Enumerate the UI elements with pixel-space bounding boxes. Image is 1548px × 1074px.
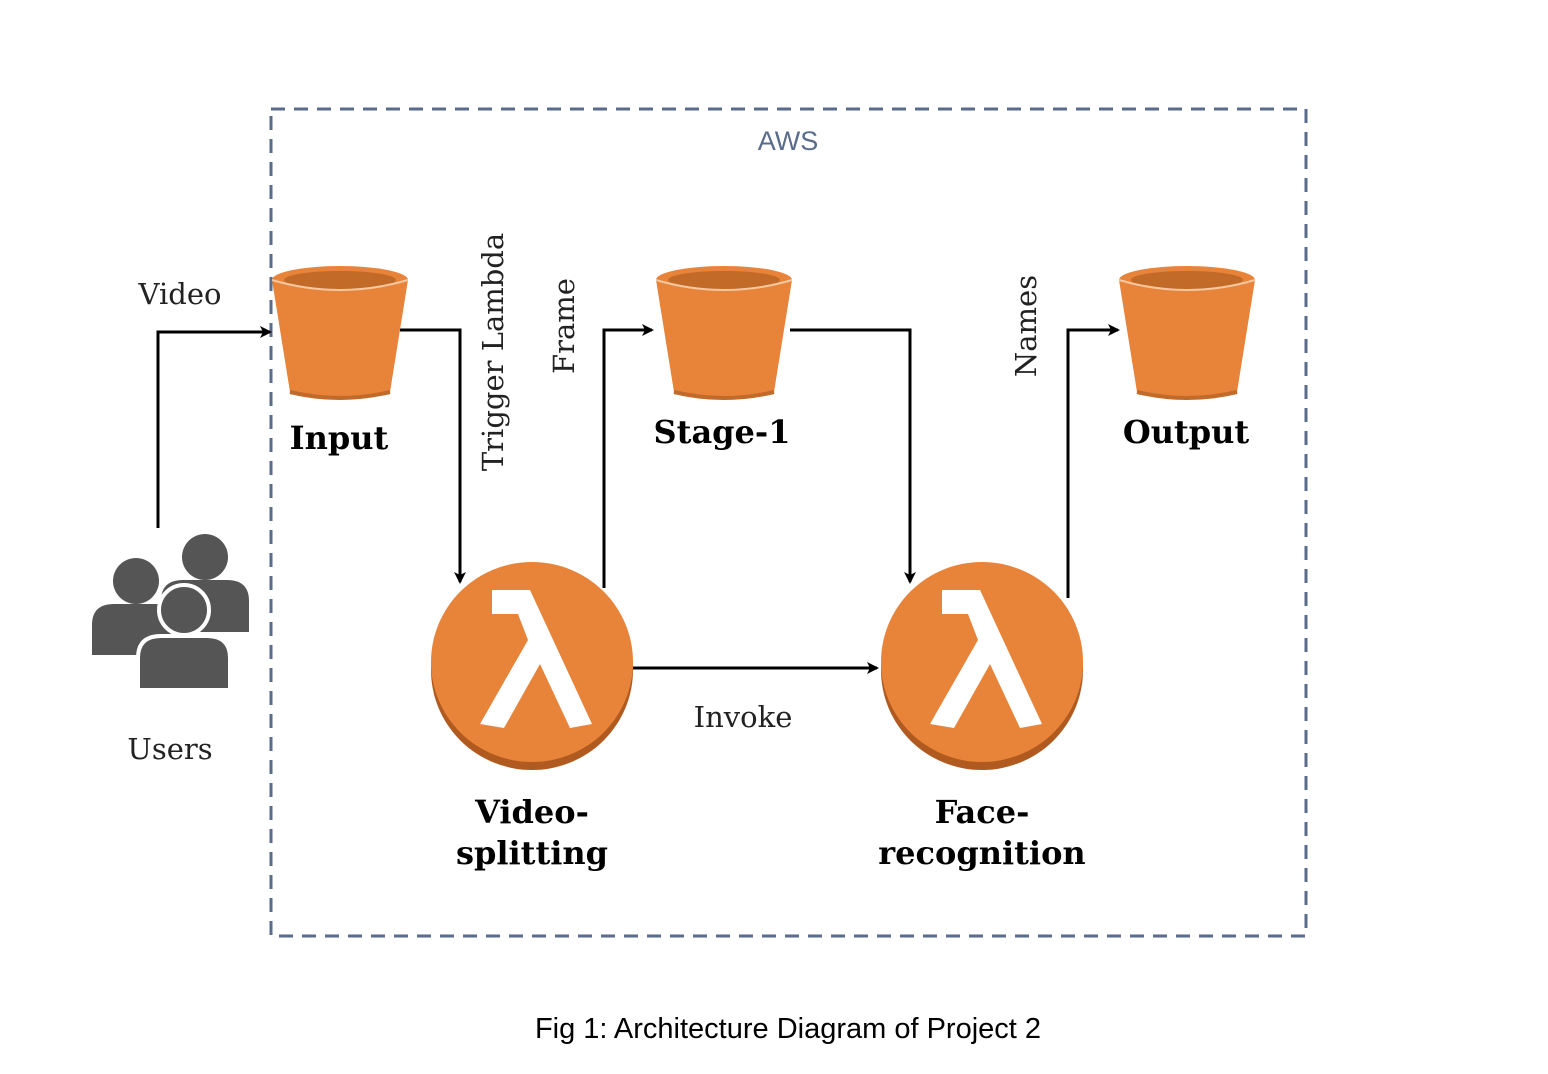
edge-label-names: Names xyxy=(1009,275,1043,377)
users-icon xyxy=(92,534,249,692)
input-bucket-icon xyxy=(270,264,410,400)
face-recognition-lambda-icon xyxy=(881,562,1083,770)
output-label: Output xyxy=(1123,413,1250,451)
edge-label-invoke: Invoke xyxy=(694,700,793,734)
input-label: Input xyxy=(290,419,389,457)
video-splitting-label-line1: Video- xyxy=(474,793,589,831)
edge-users-to-input xyxy=(156,326,272,528)
video-splitting-lambda-icon xyxy=(431,562,633,770)
face-recognition-label-line1: Face- xyxy=(935,793,1030,831)
figure-caption: Fig 1: Architecture Diagram of Project 2 xyxy=(535,1013,1041,1045)
edge-label-frame: Frame xyxy=(547,278,581,374)
face-recognition-label-line2: recognition xyxy=(878,834,1085,872)
edge-label-video: Video xyxy=(138,277,222,311)
edge-stage1-to-face-recognition xyxy=(790,328,916,584)
video-splitting-label-line2: splitting xyxy=(456,834,608,872)
aws-group-label: AWS xyxy=(758,126,819,156)
stage1-label: Stage-1 xyxy=(654,413,791,451)
edge-face-recognition-to-output xyxy=(1066,324,1120,598)
edge-input-to-video-splitting xyxy=(400,328,466,584)
stage1-bucket-icon xyxy=(654,264,794,400)
output-bucket-icon xyxy=(1117,264,1257,400)
edge-video-splitting-to-stage1 xyxy=(602,324,654,588)
users-label: Users xyxy=(127,732,212,766)
edge-label-trigger-lambda: Trigger Lambda xyxy=(476,233,510,471)
aws-group-border xyxy=(269,107,1308,938)
